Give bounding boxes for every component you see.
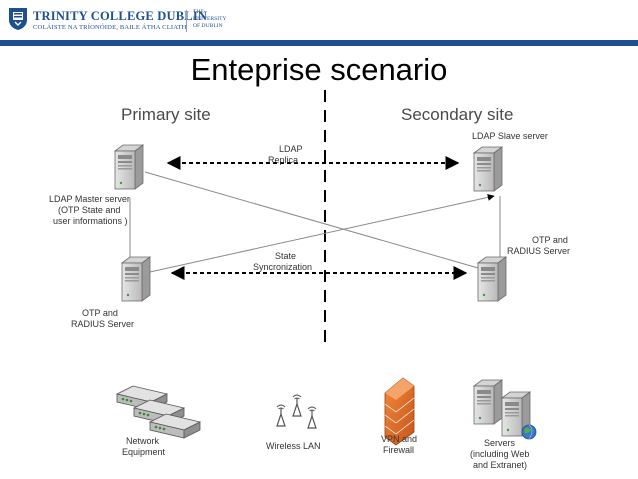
ldap-master-server-icon	[114, 144, 144, 190]
header-bar	[0, 40, 638, 46]
ldap-slave-server-icon	[473, 146, 503, 192]
college-crest-icon	[9, 8, 27, 30]
connection-line	[144, 171, 479, 269]
otp-primary-label: OTP and	[82, 308, 118, 318]
state-sync-label: Syncronization	[253, 262, 312, 272]
ldap-slave-label: LDAP Slave server	[472, 131, 548, 141]
ldap-replica-label: Replica	[268, 155, 298, 165]
secondary-site-label: Secondary site	[401, 105, 513, 124]
ldap-replica-label: LDAP	[279, 144, 303, 154]
brand-university-line: UNIVERSITY	[193, 16, 227, 22]
brand-university: THE UNIVERSITY OF DUBLIN	[193, 9, 253, 30]
brand-name: TRINITY COLLEGE DUBLIN	[33, 9, 208, 23]
ldap-master-label: LDAP Master server	[49, 194, 130, 204]
brand-university-line: THE	[193, 9, 204, 15]
wireless-antenna-icon	[276, 394, 317, 429]
otp-radius-primary-server-icon	[121, 256, 151, 302]
slide-title: Enteprise scenario	[190, 52, 448, 87]
header: TRINITY COLLEGE DUBLIN COLÁISTE NA TRÍON…	[0, 0, 638, 40]
otp-secondary-label: RADIUS Server	[507, 246, 570, 256]
otp-radius-secondary-server-icon	[477, 256, 507, 302]
network-switch-icon	[116, 385, 201, 439]
primary-site-label: Primary site	[121, 105, 211, 124]
server-icon	[473, 379, 503, 425]
servers-label: (including Web	[470, 449, 529, 459]
connection-line	[149, 193, 495, 273]
vpn-firewall-label: Firewall	[383, 445, 414, 455]
network-equipment-label: Network	[126, 436, 160, 446]
firewall-icon	[384, 377, 415, 446]
wireless-lan-label: Wireless LAN	[266, 441, 321, 451]
servers-label: and Extranet)	[473, 460, 527, 470]
servers-label: Servers	[484, 438, 516, 448]
brand-divider	[186, 10, 187, 32]
globe-icon	[521, 424, 537, 440]
brand-irish-name: COLÁISTE NA TRÍONÓIDE, BAILE ÁTHA CLIATH	[33, 24, 187, 31]
vpn-firewall-label: VPN and	[381, 434, 417, 444]
ldap-master-label: (OTP State and	[58, 205, 120, 215]
brand-university-line: OF DUBLIN	[193, 23, 223, 29]
network-equipment-label: Equipment	[122, 447, 166, 457]
otp-secondary-label: OTP and	[532, 235, 568, 245]
state-sync-label: State	[275, 251, 296, 261]
otp-primary-label: RADIUS Server	[71, 319, 134, 329]
ldap-master-label: user informations )	[53, 216, 128, 226]
